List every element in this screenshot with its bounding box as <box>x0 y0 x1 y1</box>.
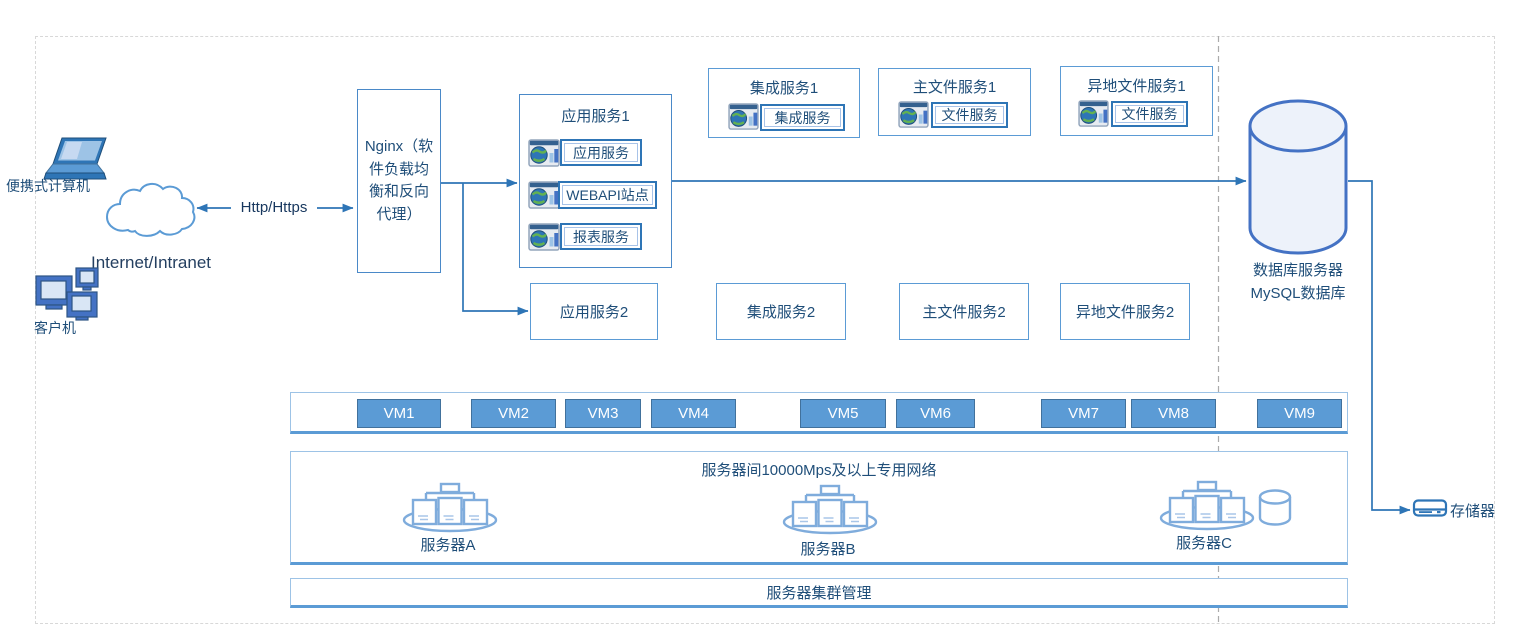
cluster-management-bar: 服务器集群管理 <box>290 578 1348 608</box>
vm-box-8: VM8 <box>1131 399 1216 428</box>
app-service2-node: 应用服务2 <box>530 283 658 340</box>
vm-box-2: VM2 <box>471 399 556 428</box>
main-file-service2-node: 主文件服务2 <box>899 283 1029 340</box>
app-service-chip: 应用服务 <box>560 139 642 166</box>
vm-box-6: VM6 <box>896 399 975 428</box>
database-label-line2: MySQL数据库 <box>1250 285 1346 302</box>
integration-service2-node: 集成服务2 <box>716 283 846 340</box>
internet-label: Internet/Intranet <box>90 253 212 272</box>
vm-box-4: VM4 <box>651 399 736 428</box>
integration-service2-label: 集成服务2 <box>746 304 816 321</box>
client-computers-icon <box>35 267 99 321</box>
integration-service1-node: 集成服务1 集成服务 <box>708 68 860 138</box>
iis-site-icon <box>528 181 560 209</box>
main-file-service2-label: 主文件服务2 <box>922 304 1006 321</box>
server-farm-icon <box>782 484 878 535</box>
main-file-service1-node: 主文件服务1 文件服务 <box>878 68 1031 136</box>
vm-box-1: VM1 <box>357 399 441 428</box>
vm-box-7: VM7 <box>1041 399 1126 428</box>
server-a-label: 服务器A <box>420 537 476 554</box>
file-service-chip: 文件服务 <box>1111 101 1188 127</box>
iis-site-icon <box>528 223 560 251</box>
database-label-line1: 数据库服务器 <box>1252 262 1343 279</box>
laptop-label: 便携式计算机 <box>6 178 90 194</box>
dedicated-network-title: 服务器间10000Mps及以上专用网络 <box>701 462 937 479</box>
server-farm-icon <box>402 482 498 533</box>
iis-site-icon <box>898 101 929 128</box>
nginx-node: Nginx（软件负载均衡和反向代理） <box>357 89 441 273</box>
server-farm-icon <box>1159 480 1255 531</box>
remote-file-service2-node: 异地文件服务2 <box>1060 283 1190 340</box>
integration-service1-title: 集成服务1 <box>749 80 819 97</box>
webapi-site-chip: WEBAPI站点 <box>558 181 657 209</box>
small-db-cylinder-icon <box>1258 489 1292 526</box>
app-service1-node: 应用服务1 应用服务 WEBAPI站点 报表服务 <box>519 94 672 268</box>
vm-box-5: VM5 <box>800 399 886 428</box>
vm-box-9: VM9 <box>1257 399 1342 428</box>
database-cylinder-icon <box>1248 99 1348 255</box>
laptop-icon <box>43 137 107 180</box>
storage-icon <box>1412 499 1448 517</box>
iis-site-icon <box>528 139 560 167</box>
remote-file-service2-label: 异地文件服务2 <box>1075 304 1175 321</box>
server-c-label: 服务器C <box>1176 535 1232 552</box>
clients-label: 客户机 <box>34 320 76 336</box>
http-https-label: Http/Https <box>231 199 317 216</box>
file-service-chip: 文件服务 <box>931 102 1008 128</box>
nginx-label: Nginx（软件负载均衡和反向代理） <box>364 138 434 223</box>
iis-site-icon <box>728 103 759 130</box>
vm-box-3: VM3 <box>565 399 641 428</box>
diagram-boundary <box>35 36 1495 624</box>
report-service-chip: 报表服务 <box>560 223 642 250</box>
server-b-label: 服务器B <box>800 541 856 558</box>
app-service1-title: 应用服务1 <box>561 108 630 125</box>
cluster-management-label: 服务器集群管理 <box>766 584 872 602</box>
internet-cloud-icon <box>105 183 196 237</box>
iis-site-icon <box>1078 100 1109 127</box>
integration-service-chip: 集成服务 <box>760 104 845 131</box>
remote-file-service1-node: 异地文件服务1 文件服务 <box>1060 66 1213 136</box>
storage-label: 存储器 <box>1450 503 1496 520</box>
main-file-service1-title: 主文件服务1 <box>912 79 997 96</box>
app-service2-label: 应用服务2 <box>559 304 629 321</box>
remote-file-service1-title: 异地文件服务1 <box>1087 78 1186 95</box>
